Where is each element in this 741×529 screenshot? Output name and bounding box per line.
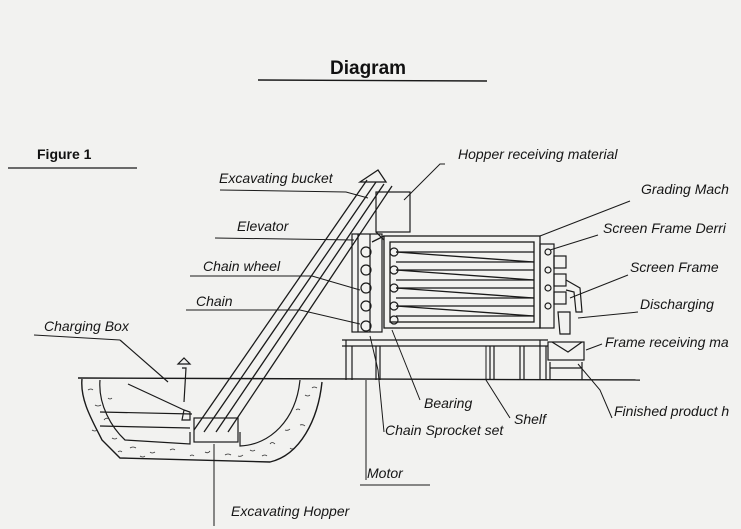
ground-line — [77, 377, 641, 381]
label-excavating-hopper: Excavating Hopper — [231, 503, 350, 519]
figure-label: Figure 1 — [37, 146, 92, 162]
title-underline — [257, 79, 488, 82]
charging-box — [99, 339, 193, 429]
grading-machine — [371, 235, 541, 329]
pit-gravel — [87, 386, 318, 458]
shelf — [342, 339, 548, 380]
chain-wheels — [360, 246, 399, 332]
discharging-chute — [557, 311, 571, 335]
diagram-title: Diagram — [330, 58, 407, 79]
label-discharging: Discharging — [640, 296, 714, 312]
label-bearing: Bearing — [424, 395, 473, 411]
label-chain: Chain — [196, 293, 233, 309]
label-frame-receiving: Frame receiving ma — [605, 334, 729, 350]
screen-frame-derrick — [539, 243, 583, 329]
elevator — [193, 169, 393, 433]
label-screen-frame-derrick: Screen Frame Derri — [603, 220, 726, 236]
label-charging-box: Charging Box — [44, 318, 129, 334]
label-hopper-receiving-material: Hopper receiving material — [458, 146, 618, 162]
label-excavating-bucket: Excavating bucket — [219, 170, 333, 186]
label-elevator: Elevator — [237, 218, 289, 234]
label-chain-sprocket-set: Chain Sprocket set — [385, 422, 504, 438]
left-frame — [351, 233, 383, 333]
label-grading-machine: Grading Mach — [641, 181, 729, 197]
leader-lines — [33, 163, 639, 526]
label-chain-wheel: Chain wheel — [203, 258, 281, 274]
hopper-receiving-material — [375, 191, 411, 241]
frame-receiving — [547, 341, 585, 380]
label-motor: Motor — [367, 465, 403, 481]
label-finished-product: Finished product h — [614, 403, 730, 419]
label-shelf: Shelf — [514, 411, 546, 427]
pit — [81, 378, 323, 463]
label-screen-frame: Screen Frame — [630, 259, 719, 275]
